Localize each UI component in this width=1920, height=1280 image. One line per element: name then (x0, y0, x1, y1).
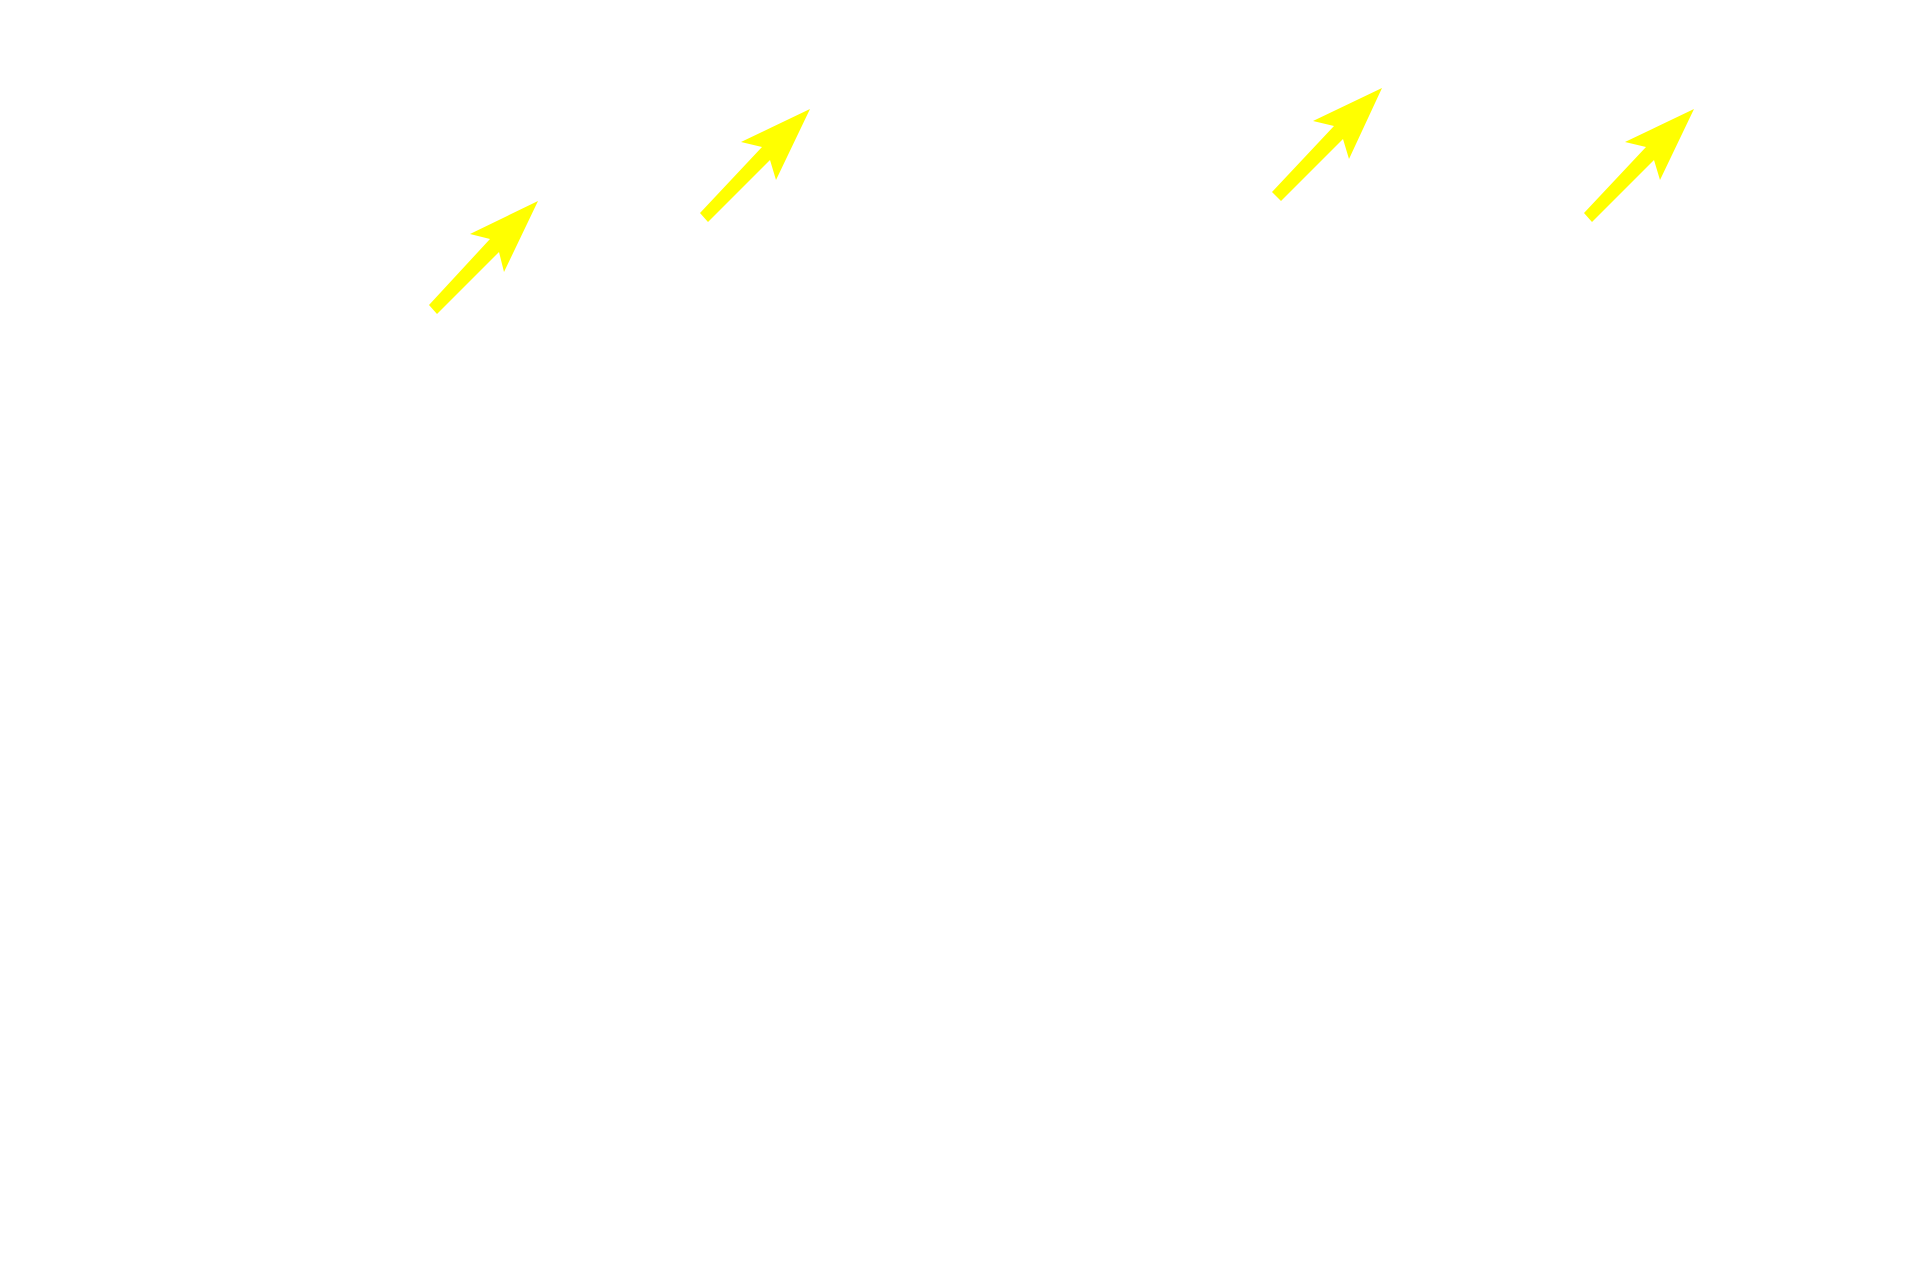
arrow-up-right-icon (1272, 88, 1382, 201)
arrow-3 (1272, 88, 1382, 201)
arrow-1 (429, 201, 538, 314)
arrow-up-right-icon (1584, 109, 1694, 222)
arrow-up-right-icon (429, 201, 538, 314)
arrow-up-right-icon (700, 109, 810, 222)
arrow-2 (700, 109, 810, 222)
arrow-4 (1584, 109, 1694, 222)
